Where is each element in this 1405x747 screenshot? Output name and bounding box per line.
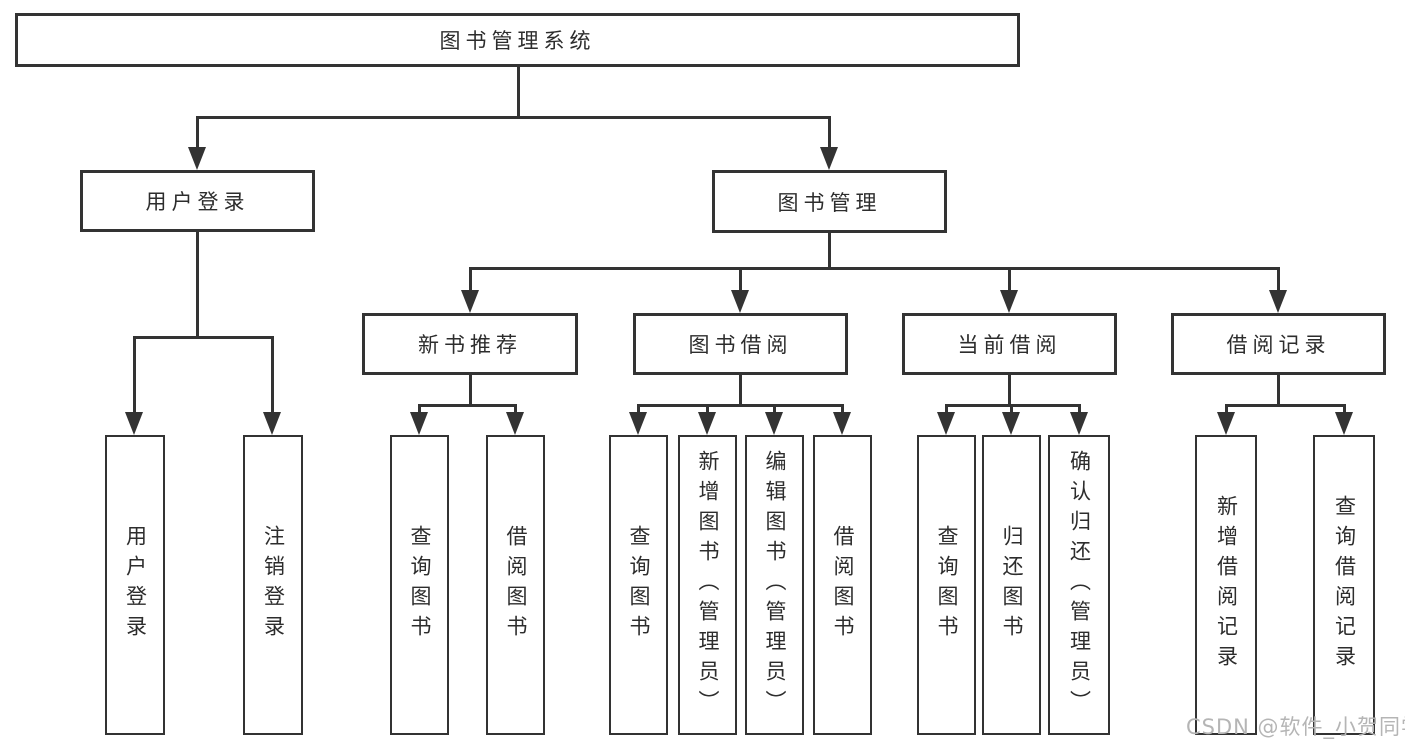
node-user-login-label: 用户登录 <box>145 190 250 214</box>
connector-book-mgmt-stem <box>828 233 831 269</box>
down-arrowhead-icon <box>820 147 838 170</box>
leaf-edit-books-admin: 编辑图书（管理员） <box>745 435 804 735</box>
connector-user-login-drop <box>133 336 136 415</box>
leaf-add-borrow-record: 新增借阅记录 <box>1195 435 1257 735</box>
connector-recommend-hbar <box>418 404 517 407</box>
down-arrowhead-icon <box>1002 412 1020 435</box>
leaf-query-books-current-label: 查询图书 <box>935 525 960 645</box>
leaf-query-borrow-record: 查询借阅记录 <box>1313 435 1375 735</box>
leaf-query-books-recommend: 查询图书 <box>390 435 449 735</box>
leaf-confirm-return-admin-label: 确认归还（管理员） <box>1067 450 1092 720</box>
leaf-add-borrow-record-label: 新增借阅记录 <box>1214 495 1239 675</box>
down-arrowhead-icon <box>1217 412 1235 435</box>
connector-root-stem <box>517 66 520 118</box>
down-arrowhead-icon <box>698 412 716 435</box>
connector-root-hbar <box>196 116 831 119</box>
connector-borrowing-drop <box>841 404 844 415</box>
leaf-edit-books-admin-label: 编辑图书（管理员） <box>763 450 788 720</box>
connector-records-drop <box>1225 404 1228 415</box>
down-arrowhead-icon <box>263 412 281 435</box>
node-user-login: 用户登录 <box>80 170 315 232</box>
node-new-book-recommend: 新书推荐 <box>362 313 578 375</box>
leaf-query-books-borrowing-label: 查询图书 <box>627 525 652 645</box>
csdn-watermark: CSDN @软件_小贺同学 <box>1186 715 1405 739</box>
node-borrow-records-label: 借阅记录 <box>1226 333 1331 357</box>
leaf-query-books-borrowing: 查询图书 <box>609 435 668 735</box>
leaf-borrow-books-borrowing: 借阅图书 <box>813 435 872 735</box>
connector-user-login-drop <box>271 336 274 415</box>
node-new-book-recommend-label: 新书推荐 <box>418 333 522 357</box>
connector-user-login-stem <box>196 232 199 338</box>
node-book-borrowing-label: 图书借阅 <box>688 333 793 357</box>
down-arrowhead-icon <box>937 412 955 435</box>
down-arrowhead-icon <box>1335 412 1353 435</box>
leaf-query-borrow-record-label: 查询借阅记录 <box>1332 495 1357 675</box>
node-book-management-label: 图书管理 <box>777 190 882 215</box>
connector-user-login-hbar <box>133 336 274 339</box>
leaf-user-login-label: 用户登录 <box>123 525 148 645</box>
connector-current-drop <box>945 404 948 415</box>
leaf-confirm-return-admin: 确认归还（管理员） <box>1048 435 1110 735</box>
node-current-borrowing: 当前借阅 <box>902 313 1117 375</box>
down-arrowhead-icon <box>731 290 749 313</box>
down-arrowhead-icon <box>765 412 783 435</box>
connector-book-mgmt-drop <box>469 267 472 293</box>
leaf-return-books-label: 归还图书 <box>1000 525 1025 645</box>
connector-records-hbar <box>1225 404 1346 407</box>
connector-book-mgmt-hbar <box>469 267 1280 270</box>
connector-recommend-drop <box>418 404 421 415</box>
down-arrowhead-icon <box>461 290 479 313</box>
down-arrowhead-icon <box>410 412 428 435</box>
leaf-add-books-admin: 新增图书（管理员） <box>678 435 737 735</box>
down-arrowhead-icon <box>629 412 647 435</box>
down-arrowhead-icon <box>125 412 143 435</box>
connector-current-drop <box>1010 404 1013 415</box>
leaf-query-books-recommend-label: 查询图书 <box>408 525 433 645</box>
connector-root-drop-left <box>196 116 199 152</box>
connector-records-stem <box>1277 375 1280 406</box>
connector-borrowing-hbar <box>637 404 844 407</box>
connector-book-mgmt-drop <box>1277 267 1280 293</box>
node-book-management: 图书管理 <box>712 170 947 233</box>
leaf-borrow-books-borrowing-label: 借阅图书 <box>831 525 856 645</box>
connector-recommend-stem <box>469 375 472 406</box>
leaf-borrow-books-recommend: 借阅图书 <box>486 435 545 735</box>
node-library-management-system: 图书管理系统 <box>15 13 1020 67</box>
leaf-return-books: 归还图书 <box>982 435 1041 735</box>
down-arrowhead-icon <box>188 147 206 170</box>
connector-borrowing-drop <box>637 404 640 415</box>
connector-recommend-drop <box>514 404 517 415</box>
connector-book-mgmt-drop <box>1008 267 1011 293</box>
connector-borrowing-stem <box>739 375 742 406</box>
down-arrowhead-icon <box>506 412 524 435</box>
down-arrowhead-icon <box>1070 412 1088 435</box>
down-arrowhead-icon <box>1269 290 1287 313</box>
node-borrow-records: 借阅记录 <box>1171 313 1386 375</box>
leaf-user-login: 用户登录 <box>105 435 165 735</box>
connector-borrowing-drop <box>706 404 709 415</box>
leaf-query-books-current: 查询图书 <box>917 435 976 735</box>
node-current-borrowing-label: 当前借阅 <box>957 333 1062 357</box>
node-book-borrowing: 图书借阅 <box>633 313 848 375</box>
connector-current-hbar <box>945 404 1081 407</box>
down-arrowhead-icon <box>1000 290 1018 313</box>
connector-current-drop <box>1078 404 1081 415</box>
leaf-add-books-admin-label: 新增图书（管理员） <box>696 450 721 720</box>
connector-root-drop-right <box>828 116 831 152</box>
connector-borrowing-drop <box>773 404 776 415</box>
connector-records-drop <box>1343 404 1346 415</box>
leaf-logout: 注销登录 <box>243 435 303 735</box>
leaf-logout-label: 注销登录 <box>261 525 286 645</box>
node-library-management-system-label: 图书管理系统 <box>439 29 596 53</box>
down-arrowhead-icon <box>833 412 851 435</box>
leaf-borrow-books-recommend-label: 借阅图书 <box>504 525 529 645</box>
connector-book-mgmt-drop <box>739 267 742 293</box>
connector-current-stem <box>1008 375 1011 406</box>
